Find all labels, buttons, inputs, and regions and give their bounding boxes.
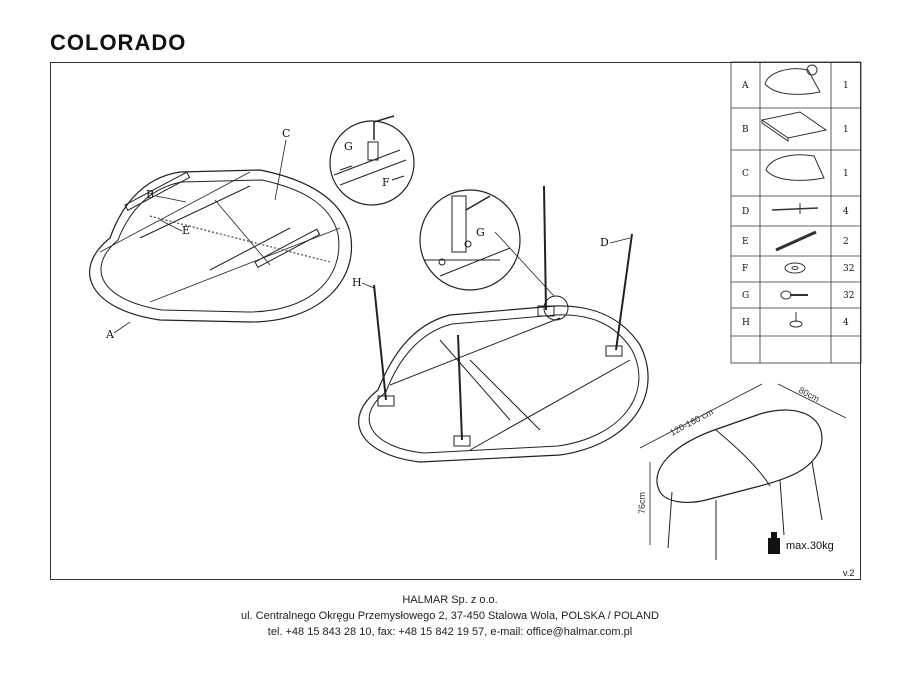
part-letter: D <box>742 207 749 217</box>
extension-leaf-icon <box>760 111 828 142</box>
step2-table-with-legs <box>358 185 649 463</box>
max-load-label: max.30kg <box>786 540 834 552</box>
step1-tabletop <box>89 169 352 323</box>
weight-icon <box>768 532 780 554</box>
footer-company: HALMAR Sp. z o.o. <box>402 594 498 606</box>
tabletop-half-icon <box>765 154 825 181</box>
leg-icon <box>771 203 819 214</box>
dimension-width: 80cm <box>797 385 821 404</box>
callout-g: G <box>344 140 353 153</box>
part-letter: B <box>742 125 749 135</box>
callout-d: D <box>600 236 609 249</box>
part-quantity: 1 <box>843 125 849 135</box>
document-title: COLORADO <box>50 30 187 55</box>
part-quantity: 32 <box>843 291 854 301</box>
part-letter: E <box>742 237 749 247</box>
part-quantity: 4 <box>843 318 849 328</box>
parts-table <box>730 61 862 364</box>
tabletop-half-icon <box>764 64 821 95</box>
rail-icon <box>775 230 817 252</box>
callout-c: C <box>282 127 290 140</box>
callout-h: H <box>352 276 362 289</box>
foot-icon <box>789 312 803 328</box>
dimension-length: 120-160 cm <box>668 407 715 438</box>
detail-circle-2 <box>419 189 569 321</box>
version-label: v.2 <box>843 568 855 578</box>
dimension-height: 76cm <box>637 492 647 514</box>
part-letter: A <box>741 81 749 91</box>
footer-address: ul. Centralnego Okręgu Przemysłowego 2, … <box>240 610 659 622</box>
callout-b: B <box>146 188 154 201</box>
bolt-icon <box>780 290 808 300</box>
callout-a: A <box>105 328 115 341</box>
dimension-drawing <box>639 383 847 560</box>
drawing-frame <box>50 62 861 580</box>
callout-f: F <box>382 176 390 189</box>
footer-contact: tel. +48 15 843 28 10, fax: +48 15 842 1… <box>267 626 633 638</box>
part-letter: G <box>742 291 749 301</box>
detail-circle-1 <box>329 115 415 206</box>
callout-e: E <box>182 224 190 237</box>
part-letter: F <box>742 264 748 274</box>
part-quantity: 1 <box>843 81 849 91</box>
callout-g2: G <box>476 226 485 239</box>
part-quantity: 2 <box>843 237 849 247</box>
part-letter: C <box>742 169 749 179</box>
washer-icon <box>784 262 806 274</box>
part-quantity: 1 <box>843 169 849 179</box>
part-letter: H <box>742 318 750 328</box>
part-quantity: 32 <box>843 264 854 274</box>
footer: HALMAR Sp. z o.o. ul. Centralnego Okręgu… <box>0 592 900 640</box>
part-quantity: 4 <box>843 207 849 217</box>
